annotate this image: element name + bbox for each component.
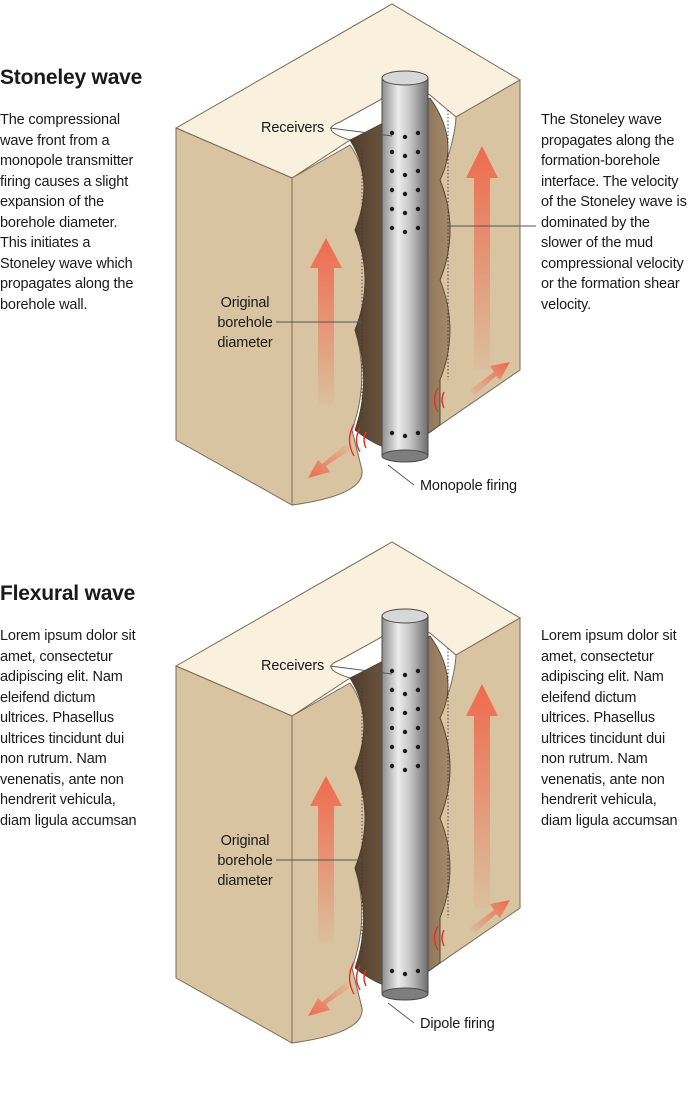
firing-leader: [387, 464, 415, 486]
diameter-label: Original borehole diameter: [217, 295, 273, 351]
firing-leader: [387, 1002, 415, 1024]
panel-title: Flexural wave: [0, 582, 136, 605]
right-description: The Stoneley wave propagates along the f…: [541, 112, 687, 313]
wave-arrow-right-diagonal: [470, 900, 510, 934]
firing-label: Dipole firing: [420, 1016, 495, 1032]
receiver-wave-arcs: [433, 387, 445, 413]
right-description: Lorem ipsum dolor sit amet, consectetur …: [541, 628, 678, 829]
panel-title: Stoneley wave: [0, 66, 143, 89]
left-description: Lorem ipsum dolor sit amet, consectetur …: [0, 628, 137, 829]
transmitter-holes: [389, 430, 421, 439]
block-top-face: [174, 3, 521, 179]
wave-arrow-left-diagonal: [308, 444, 350, 478]
wave-arrow-left-up: [310, 776, 342, 943]
receivers-leader: [329, 665, 393, 675]
wave-arrow-right-up: [466, 146, 498, 370]
wave-arrow-right-up: [466, 684, 498, 908]
borehole-illustration: [174, 541, 521, 1044]
firing-wave-arcs: [348, 423, 367, 457]
wave-arrow-right-diagonal: [470, 362, 510, 396]
wave-arrow-left-up: [310, 238, 342, 405]
logging-tool: [381, 70, 429, 463]
borehole-illustration: [174, 3, 536, 506]
stoneley-panel: Stoneley wave The compressional wave fro…: [0, 0, 698, 550]
logging-tool: [381, 608, 429, 1001]
wave-arrow-left-diagonal: [308, 982, 350, 1016]
receivers-leader: [329, 127, 393, 137]
left-description: The compressional wave front from a mono…: [0, 112, 134, 313]
diameter-label: Original borehole diameter: [217, 833, 273, 889]
firing-wave-arcs: [348, 961, 367, 995]
receivers-label: Receivers: [261, 658, 325, 674]
receiver-holes: [389, 130, 421, 235]
block-top-face: [174, 541, 521, 717]
receiver-wave-arcs: [433, 925, 445, 951]
transmitter-holes: [389, 968, 421, 977]
receivers-label: Receivers: [261, 120, 325, 136]
receiver-holes: [389, 668, 421, 773]
flexural-panel: Flexural wave Lorem ipsum dolor sit amet…: [0, 538, 698, 1088]
firing-label: Monopole firing: [420, 478, 517, 494]
